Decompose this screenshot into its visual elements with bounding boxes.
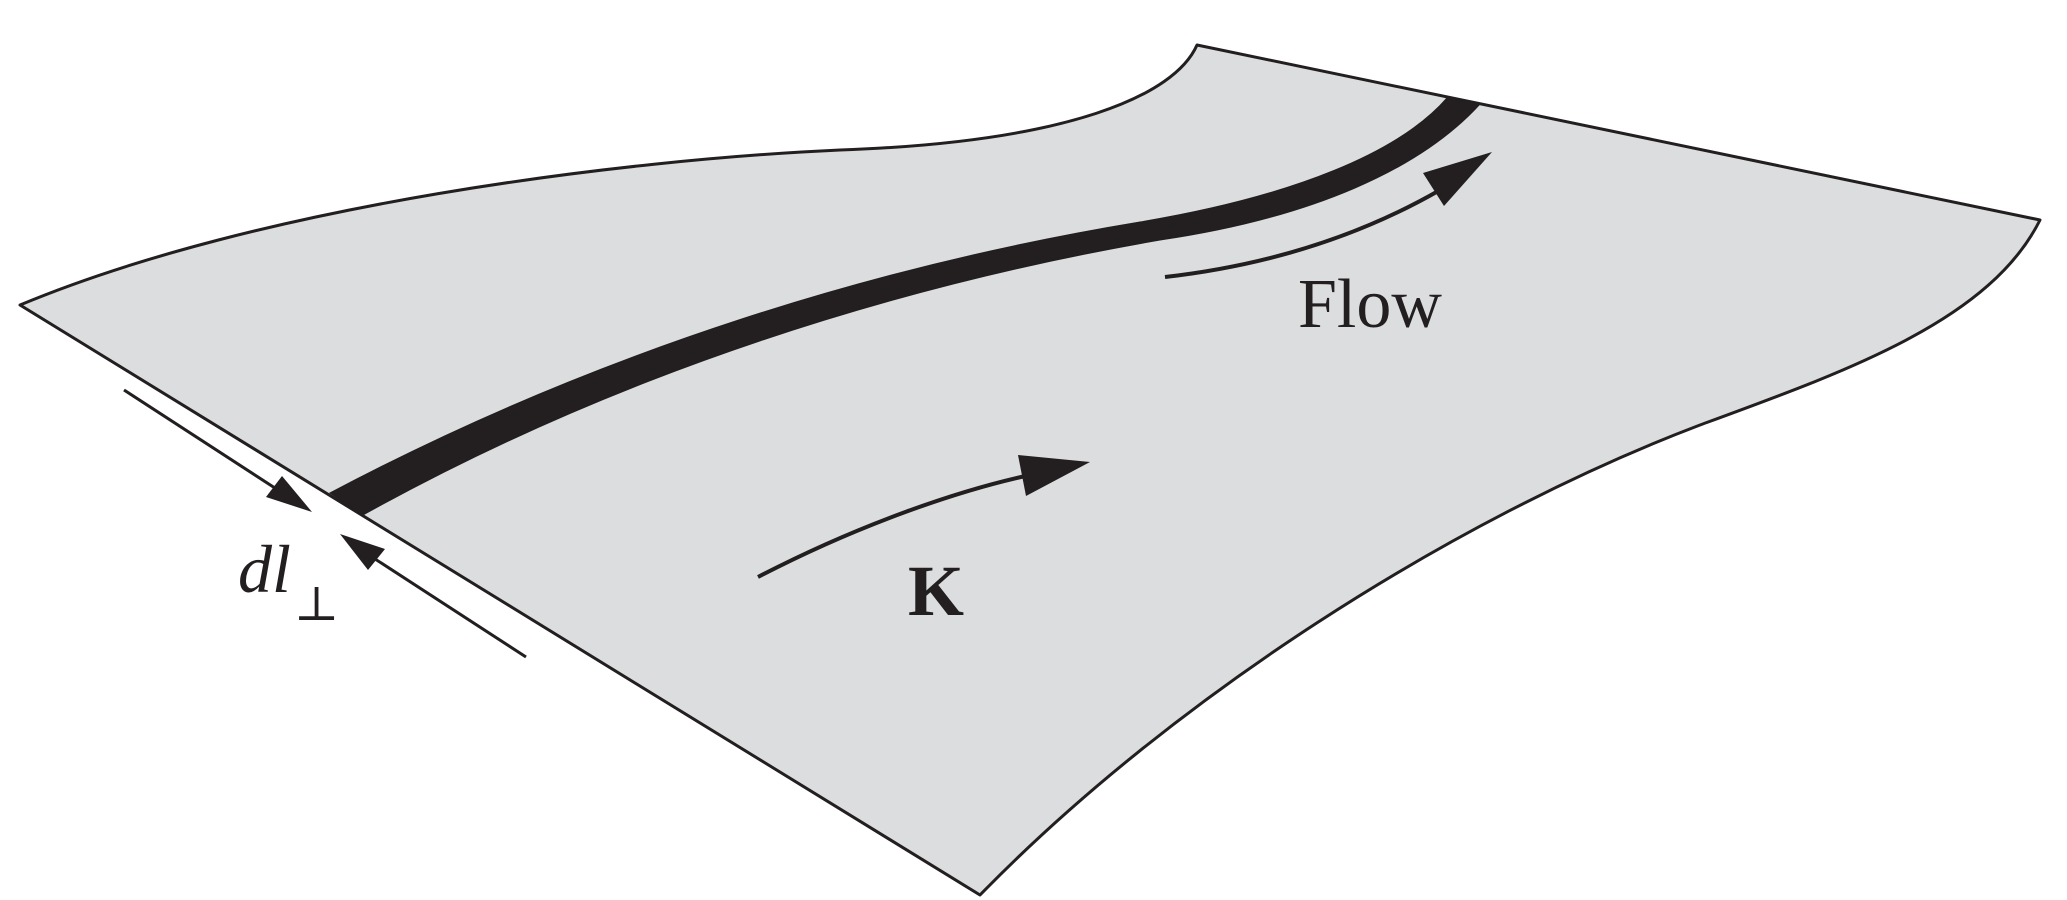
k-arrow bbox=[757, 455, 1090, 579]
width-arrow-lower-head bbox=[340, 534, 385, 570]
flow-arrow-shaft bbox=[1164, 188, 1441, 279]
k-arrow-shaft bbox=[757, 473, 1031, 579]
current-ribbon bbox=[329, 97, 1481, 516]
width-arrow-upper-head bbox=[266, 476, 312, 512]
flow-arrow bbox=[1164, 152, 1492, 279]
width-arrow-lower-shaft bbox=[371, 555, 527, 659]
flow-arrow-head bbox=[1423, 152, 1492, 206]
width-arrow-upper-shaft bbox=[123, 388, 279, 492]
flow-label: Flow bbox=[1298, 266, 1442, 343]
k-label: K bbox=[908, 551, 964, 631]
dl-label: dl bbox=[238, 531, 291, 607]
width-dimension-arrows bbox=[123, 388, 527, 659]
k-arrow-head bbox=[1018, 455, 1090, 496]
dl-perp-subscript: ⊥ bbox=[294, 578, 339, 631]
